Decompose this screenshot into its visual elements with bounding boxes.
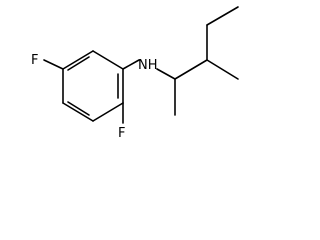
ring-double-bond-2	[67, 101, 90, 116]
ring-bond-1	[92, 50, 124, 70]
bond-ch-ch2	[174, 59, 208, 80]
molecule-structure: F NH F	[31, 6, 239, 141]
benzene-ring	[62, 50, 124, 122]
atom-label-f-bottom: F	[118, 126, 125, 141]
bond-ethyl-end	[206, 6, 239, 26]
bond-c-f-top	[43, 59, 64, 70]
atom-label-nh: NH	[138, 58, 158, 73]
ring-bond-3	[92, 102, 124, 122]
bond-nh-ch	[156, 68, 176, 80]
ring-double-bond-3	[67, 56, 90, 71]
atom-label-f-top: F	[31, 53, 38, 68]
ring-bond-6	[62, 50, 94, 70]
bond-ch2-methyl	[206, 59, 239, 80]
bond-ring-nh	[122, 59, 140, 70]
ring-bond-4	[62, 102, 94, 122]
structure-canvas: F NH F	[0, 0, 252, 151]
